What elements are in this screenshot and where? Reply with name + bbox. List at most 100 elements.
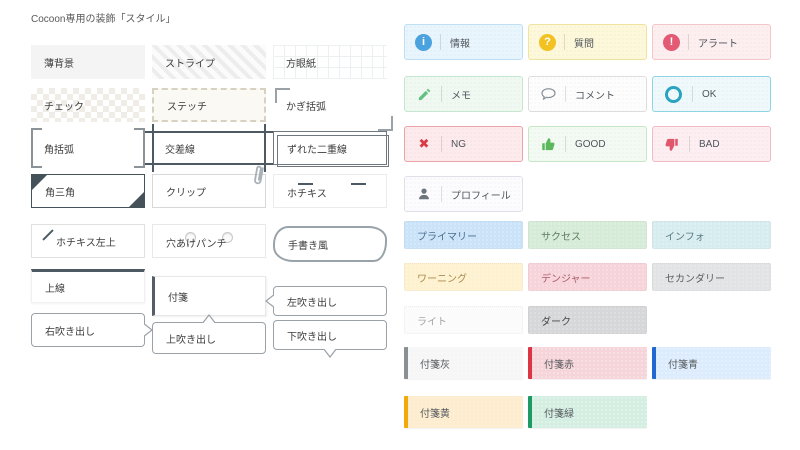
msgbox-bad: BAD [652, 126, 771, 162]
style-sample-sticky: 付箋 [152, 276, 266, 316]
style-sample-stitch: ステッチ [152, 88, 266, 122]
style-sample-label: かぎ括弧 [286, 101, 326, 113]
style-sample-label: 角括弧 [44, 144, 74, 156]
question-circle-icon: ? [539, 33, 556, 51]
sticky-red: 付箋赤 [528, 347, 647, 379]
pencil-icon [415, 87, 433, 102]
badge-secondary: セカンダリー [652, 263, 771, 291]
style-sample-label: 上吹き出し [166, 334, 216, 346]
staple-mark-icon [351, 183, 366, 185]
style-sample-shifted-double-line: ずれた二重線 [273, 131, 389, 167]
punch-hole-icon [222, 232, 233, 243]
icon-divider [565, 136, 566, 152]
style-sample-clip: クリップ [152, 165, 266, 208]
style-sample-label: 交差線 [165, 144, 195, 156]
cross-icon: ✖ [418, 136, 430, 151]
badge-label: デンジャー [541, 273, 591, 285]
msgbox-question: ? 質問 [528, 24, 647, 60]
punch-hole-icon [185, 232, 196, 243]
msgbox-profile: プロフィール [404, 176, 523, 212]
msgbox-alert: ! アラート [652, 24, 771, 60]
sticky-label: 付箋青 [668, 359, 698, 371]
style-sample-cross-line: 交差線 [145, 124, 273, 172]
msgbox-label: プロフィール [451, 190, 511, 202]
icon-divider [441, 86, 442, 102]
style-sample-label: 手書き風 [288, 240, 328, 252]
style-sample-label: 穴あけパンチ [166, 239, 227, 250]
style-sample-label: 右吹き出し [45, 326, 95, 338]
style-sample-label: 下吹き出し [287, 331, 337, 343]
style-sample-checkered: チェック [31, 88, 145, 122]
paperclip-icon [249, 160, 267, 193]
badge-dark: ダーク [528, 306, 647, 334]
style-sample-label: 角三角 [45, 187, 75, 199]
msgbox-comment: コメント [528, 76, 647, 112]
style-sample-top-line: 上線 [31, 269, 145, 303]
style-sample-thin-background: 薄背景 [31, 45, 145, 79]
sticky-label: 付箋緑 [544, 408, 574, 420]
style-sample-label: ストライプ [165, 58, 215, 70]
badge-success: サクセス [528, 221, 647, 249]
staple-mark-icon [42, 229, 54, 241]
msgbox-info: i 情報 [404, 24, 523, 60]
staple-mark-icon [298, 183, 313, 185]
msgbox-ng: ✖ NG [404, 126, 523, 162]
style-sample-label: ステッチ [167, 101, 207, 113]
style-sample-square-bracket: 角括弧 [31, 128, 145, 168]
person-icon [415, 187, 433, 201]
badge-danger: デンジャー [528, 263, 647, 291]
icon-divider [565, 86, 566, 102]
msgbox-label: BAD [699, 138, 720, 150]
icon-divider [564, 34, 565, 50]
icon-divider [689, 136, 690, 152]
style-sample-speech-bottom: 下吹き出し [273, 320, 387, 358]
sticky-label: 付箋赤 [544, 359, 574, 371]
msgbox-good: GOOD [528, 126, 647, 162]
badge-label: ダーク [541, 316, 571, 328]
style-sample-label: 薄背景 [44, 58, 74, 70]
msgbox-label: アラート [698, 38, 738, 50]
msgbox-label: 情報 [450, 38, 470, 50]
sticky-green: 付箋緑 [528, 396, 647, 428]
style-sample-label: ホチキス [287, 189, 327, 200]
sticky-label: 付箋黄 [420, 408, 450, 420]
msgbox-label: OK [702, 88, 717, 100]
badge-warning: ワーニング [404, 263, 523, 291]
comment-bubble-icon [539, 87, 557, 102]
msgbox-label: 質問 [574, 38, 594, 50]
style-sample-hole-punch: 穴あけパンチ [152, 224, 266, 258]
style-sample-kagi-bracket: かぎ括弧 [273, 88, 393, 131]
badge-label: セカンダリー [665, 273, 725, 285]
style-sample-handwritten: 手書き風 [273, 226, 387, 262]
icon-divider [441, 186, 442, 202]
icon-divider [688, 34, 689, 50]
msgbox-label: メモ [451, 90, 471, 102]
msgbox-ok: OK [652, 76, 771, 112]
style-sample-label: 方眼紙 [286, 58, 316, 70]
style-sample-stapler: ホチキス [273, 174, 387, 208]
style-sample-label: チェック [44, 101, 84, 113]
icon-divider [692, 86, 693, 102]
badge-label: ライト [417, 316, 447, 328]
sticky-gray: 付箋灰 [404, 347, 523, 379]
style-sample-label: ずれた二重線 [287, 144, 347, 156]
style-sample-stripe: ストライプ [152, 45, 266, 79]
badge-info: インフォ [652, 221, 771, 249]
badge-label: ワーニング [417, 273, 467, 285]
badge-label: プライマリー [417, 231, 477, 243]
badge-light: ライト [404, 306, 523, 334]
style-sample-stapler-top-left: ホチキス左上 [31, 224, 145, 258]
page-title: Cocoon専用の装飾「スタイル」 [31, 14, 176, 25]
style-sample-label: ホチキス左上 [56, 237, 116, 249]
style-sample-speech-left: 左吹き出し [265, 286, 387, 316]
style-sample-label: 付箋 [168, 292, 188, 304]
sticky-yellow: 付箋黄 [404, 396, 523, 428]
icon-divider [441, 136, 442, 152]
style-sample-corner-triangle: 角三角 [31, 174, 145, 208]
icon-divider [440, 34, 441, 50]
badge-label: インフォ [665, 231, 705, 243]
msgbox-memo: メモ [404, 76, 523, 112]
msgbox-label: コメント [575, 90, 615, 102]
style-sample-speech-top: 上吹き出し [152, 314, 266, 354]
